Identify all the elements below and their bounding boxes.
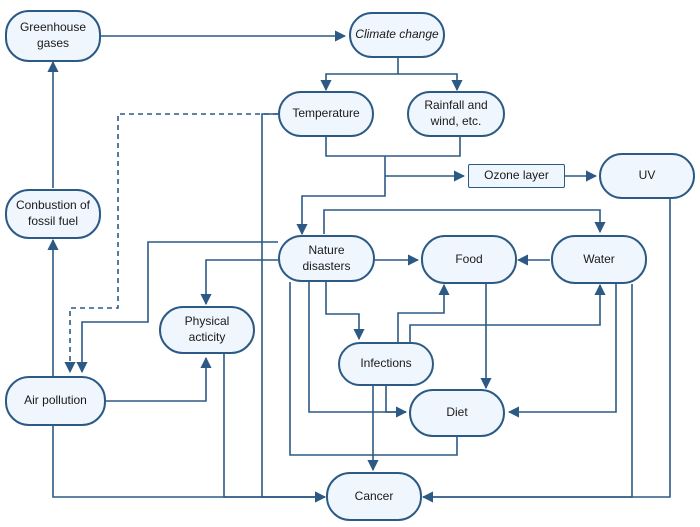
edge-nature-air: [76, 241, 278, 374]
edge-air-cancer: [52, 426, 327, 503]
node-label: Physical acticity: [184, 314, 230, 344]
node-label: Diet: [446, 405, 468, 420]
node-infections: Infections: [338, 342, 434, 386]
node-label: UV: [638, 168, 656, 183]
node-label: Nature disasters: [302, 242, 351, 273]
edge-temp-cancer: [261, 113, 327, 503]
node-label: Greenhouse gases: [19, 20, 87, 50]
node-nature-disasters: Nature disasters: [278, 235, 375, 282]
edge-nature-water: [323, 209, 606, 234]
edge-infections-water: [409, 283, 606, 343]
edge-nature-physical: [200, 259, 278, 306]
edge-air-physical: [106, 356, 212, 402]
node-greenhouse-gases: Greenhouse gases: [5, 10, 101, 62]
node-rainfall-wind: Rainfall and wind, etc.: [407, 91, 505, 137]
edge-water-diet: [507, 284, 617, 418]
node-label: Ozone layer: [484, 168, 549, 183]
edge-uv-cancer: [423, 198, 671, 498]
node-cancer: Cancer: [326, 472, 422, 521]
edge-climate-split: [320, 58, 399, 92]
node-label: Temperature: [292, 106, 360, 121]
node-water: Water: [551, 235, 647, 284]
edge-nature-cancer: [289, 282, 373, 456]
node-food: Food: [421, 235, 517, 284]
node-label: Water: [583, 251, 615, 266]
node-temperature: Temperature: [278, 91, 374, 137]
node-air-pollution: Air pollution: [5, 376, 106, 426]
edge-diet-cancer: [373, 436, 458, 456]
edge-temp-air-dashed: [64, 113, 278, 374]
node-label: Infections: [360, 356, 412, 371]
node-uv: UV: [599, 153, 695, 199]
node-label: Climate change: [355, 27, 439, 42]
node-ozone-layer: Ozone layer: [468, 164, 565, 188]
node-label: Conbustion of fossil fuel: [15, 198, 91, 228]
node-climate-change: Climate change: [349, 12, 445, 58]
node-label: Rainfall and wind, etc.: [424, 98, 488, 128]
edge-infections-diet: [385, 385, 406, 413]
node-label: Air pollution: [24, 393, 87, 408]
node-physical-activity: Physical acticity: [159, 306, 255, 354]
edge-merge-nature: [296, 176, 386, 236]
edge-climate-rainfall: [398, 73, 463, 92]
node-diet: Diet: [409, 389, 505, 437]
node-label: Food: [455, 251, 483, 266]
edge-temp-down: [325, 136, 461, 157]
edge-infections-food: [397, 283, 450, 343]
node-combustion-fossil-fuel: Conbustion of fossil fuel: [5, 189, 101, 239]
edge-nature-infections: [325, 282, 365, 341]
node-label: Cancer: [354, 488, 394, 503]
edge-physical-cancer: [223, 354, 325, 498]
